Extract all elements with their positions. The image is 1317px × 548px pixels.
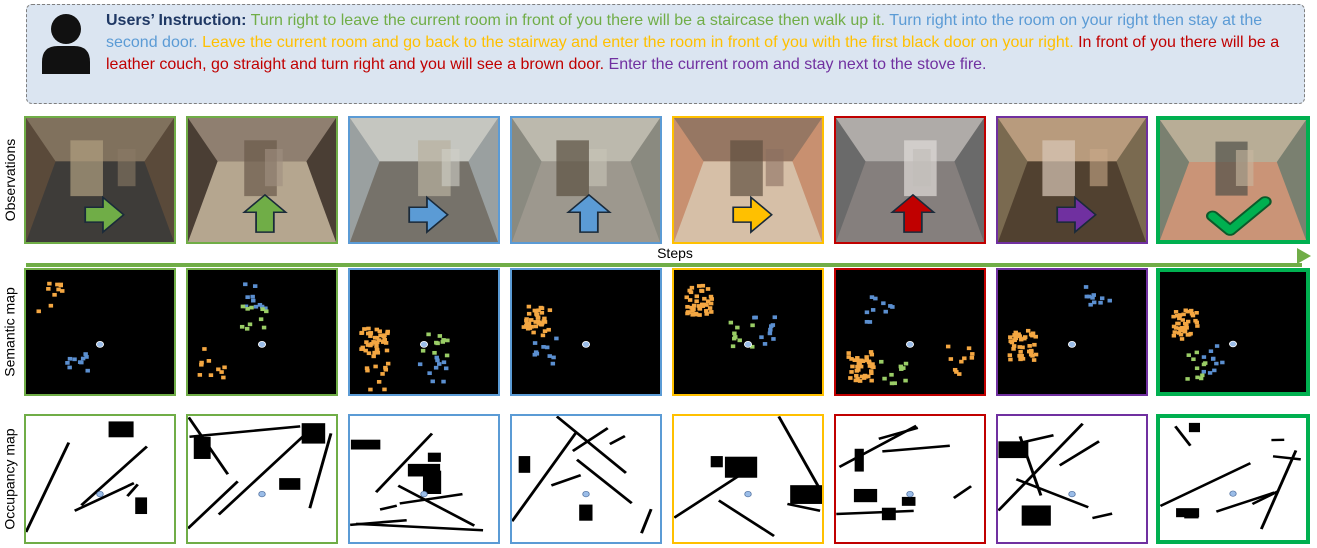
occupancy-obstacles — [674, 416, 822, 537]
occupancy-map-panel — [348, 414, 500, 544]
semantic-map-row-label: Semantic map — [2, 287, 19, 377]
semantic-blob — [1185, 350, 1208, 381]
occupancy-obstacles — [998, 422, 1113, 526]
observation-panel — [186, 116, 338, 244]
arrow-up-icon — [242, 193, 288, 233]
occupancy-map-panel — [24, 414, 176, 544]
semantic-blob — [364, 361, 391, 392]
semantic-blob — [752, 315, 778, 346]
semantic-blob — [420, 332, 450, 358]
occupancy-obstacles — [26, 421, 148, 533]
occupancy-obstacles — [188, 416, 333, 530]
steps-arrowhead — [1297, 248, 1311, 264]
agent-marker-icon — [96, 491, 104, 498]
semantic-map-panel — [510, 268, 662, 396]
occupancy-map-panel — [186, 414, 338, 544]
agent-marker-icon — [582, 341, 590, 348]
semantic-map-panel — [348, 268, 500, 396]
occupancy-obstacles — [836, 424, 973, 521]
semantic-blob — [36, 281, 65, 314]
semantic-blob — [945, 344, 975, 376]
semantic-map-panel — [996, 268, 1148, 396]
occupancy-obstacles — [350, 432, 484, 532]
agent-marker-icon — [906, 491, 914, 498]
instruction-lead: Users’ Instruction: — [106, 12, 247, 29]
semantic-blob — [239, 304, 269, 331]
semantic-map-panel — [186, 268, 338, 396]
observation-panel — [672, 116, 824, 244]
observation-panel — [996, 116, 1148, 244]
agent-marker-icon — [1068, 491, 1076, 498]
agent-marker-icon — [744, 491, 752, 498]
observation-panel — [1156, 116, 1310, 244]
arrow-right-icon — [408, 195, 449, 234]
arrow-right-icon — [1056, 195, 1097, 234]
arrow-up-icon — [566, 193, 612, 233]
check-icon — [1205, 196, 1272, 236]
instruction-segment-5: Enter the current room and stay next to … — [608, 56, 987, 73]
agent-marker-icon — [906, 341, 914, 348]
agent-marker-icon — [1229, 490, 1237, 497]
semantic-blob — [417, 355, 449, 384]
arrow-up-icon — [890, 193, 936, 233]
semantic-blob — [846, 350, 876, 383]
semantic-blob — [1007, 328, 1039, 362]
observation-panel — [510, 116, 662, 244]
observations-row-label: Observations — [2, 138, 19, 222]
occupancy-map-panel — [996, 414, 1148, 544]
instruction-segment-4: In front of you there will be a leather … — [106, 34, 1280, 73]
observation-panel — [834, 116, 986, 244]
semantic-blob — [864, 295, 895, 324]
semantic-blob — [243, 282, 268, 311]
semantic-blob — [684, 283, 714, 317]
semantic-blob — [65, 352, 90, 373]
occupancy-map-panel — [834, 414, 986, 544]
occupancy-map-panel — [1156, 414, 1310, 544]
agent-marker-icon — [258, 491, 266, 498]
agent-marker-icon — [420, 341, 428, 348]
semantic-blob — [1171, 308, 1200, 341]
semantic-blob — [521, 304, 553, 338]
agent-marker-icon — [582, 491, 590, 498]
semantic-blob — [1083, 285, 1112, 307]
occupancy-map-row-label: Occupancy map — [2, 428, 19, 530]
arrow-right-icon — [732, 195, 773, 234]
semantic-map-panel — [1156, 268, 1310, 396]
agent-marker-icon — [96, 341, 104, 348]
semantic-map-panel — [672, 268, 824, 396]
semantic-map-panel — [24, 268, 176, 396]
user-icon — [38, 10, 94, 76]
semantic-blob — [359, 326, 390, 359]
semantic-blob — [532, 336, 559, 366]
instruction-segment-3: Leave the current room and go back to th… — [202, 34, 1074, 51]
agent-marker-icon — [258, 341, 266, 348]
agent-marker-icon — [420, 491, 428, 498]
occupancy-map-panel — [672, 414, 824, 544]
agent-marker-icon — [744, 341, 752, 348]
observation-panel — [348, 116, 500, 244]
semantic-map-panel — [834, 268, 986, 396]
steps-arrow — [26, 254, 1311, 267]
agent-marker-icon — [1229, 340, 1237, 348]
instruction-segment-1: Turn right to leave the current room in … — [250, 12, 886, 29]
occupancy-map-panel — [510, 414, 662, 544]
agent-marker-icon — [1068, 341, 1076, 348]
instruction-segment-2: Turn right into the room on your right t… — [106, 12, 1263, 51]
instruction-box — [26, 4, 1305, 104]
occupancy-obstacles — [512, 416, 653, 534]
semantic-blob — [1201, 344, 1225, 375]
observation-panel — [24, 116, 176, 244]
instruction-text: Users’ Instruction: Turn right to leave … — [106, 10, 1301, 76]
semantic-blob — [197, 347, 227, 380]
steps-label: Steps — [640, 245, 710, 261]
occupancy-obstacles — [1160, 422, 1301, 530]
arrow-right-icon — [84, 195, 125, 234]
semantic-blob — [879, 359, 909, 386]
